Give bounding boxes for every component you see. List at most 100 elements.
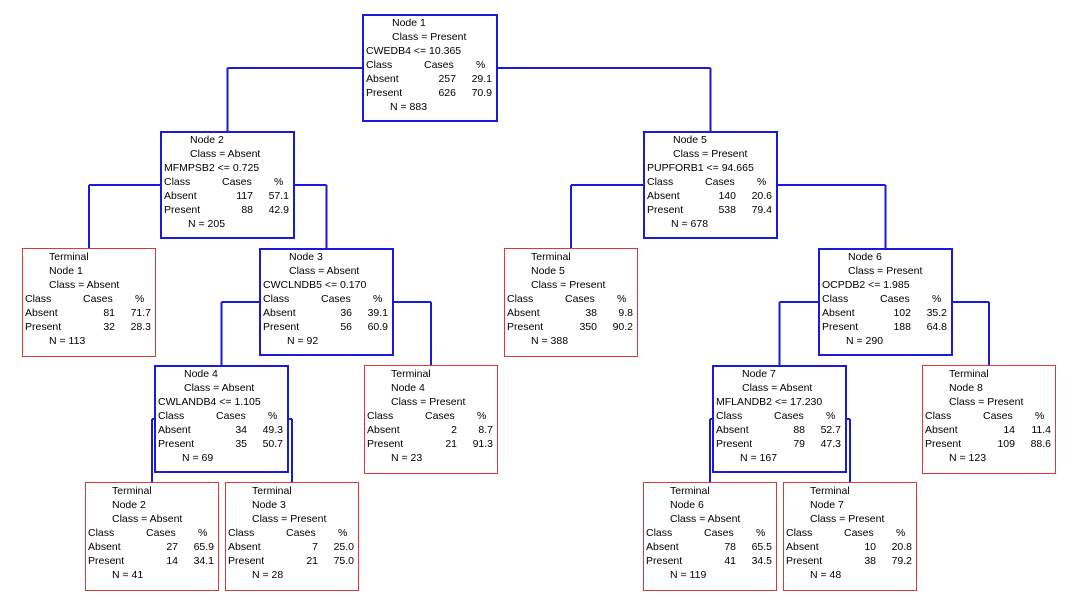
row-absent-class: Absent [263,307,296,319]
header-pct: % [756,527,766,539]
row-present-pct: 88.6 [1030,438,1051,450]
row-absent-cases: 27 [166,541,178,553]
row-absent-pct: 71.7 [130,307,151,319]
node-title: Node 4 [184,368,218,380]
node-total: N = 92 [287,335,319,347]
node-title: Node 6 [848,251,882,263]
row-absent-pct: 49.3 [262,424,283,436]
header-pct: % [896,527,906,539]
node-total: N = 123 [949,452,987,464]
row-present-cases: 188 [893,321,911,333]
row-present-pct: 64.8 [926,321,947,333]
row-absent-class: Absent [158,424,191,436]
header-class: Class [786,527,813,539]
row-present-pct: 42.9 [268,204,289,216]
row-present-class: Present [164,204,201,216]
header-cases: Cases [880,293,910,305]
row-absent-class: Absent [507,307,540,319]
row-present-pct: 79.4 [751,204,772,216]
header-cases: Cases [321,293,351,305]
header-class: Class [646,527,673,539]
row-present-class: Present [263,321,300,333]
node-title: Node 1 [49,265,83,277]
node-title: Node 4 [391,382,425,394]
node-class: Class = Absent [184,382,255,394]
node-class: Class = Present [848,265,923,277]
node-total: N = 69 [182,452,214,464]
node-title: Node 1 [392,17,426,29]
row-absent-pct: 11.4 [1031,424,1051,436]
header-class: Class [822,293,849,305]
node-title: Node 8 [949,382,983,394]
split-rule: CWLANDB4 <= 1.105 [158,396,261,408]
row-absent-cases: 140 [718,190,736,202]
row-present-cases: 32 [103,321,115,333]
row-absent-cases: 257 [438,73,456,85]
node-title: Node 6 [670,499,704,511]
header-pct: % [476,59,486,71]
row-present-pct: 79.2 [891,555,912,567]
node-class: Class = Present [949,396,1024,408]
row-present-pct: 91.3 [472,438,493,450]
node-class: Class = Present [673,148,748,160]
row-absent-cases: 36 [340,307,352,319]
row-absent-class: Absent [646,541,679,553]
header-cases: Cases [704,527,734,539]
row-present-class: Present [925,438,962,450]
row-absent-class: Absent [925,424,958,436]
row-absent-cases: 102 [893,307,911,319]
node-class: Class = Present [392,31,467,43]
row-present-cases: 538 [718,204,736,216]
node-class: Class = Absent [289,265,360,277]
terminal-label: Terminal [810,485,850,497]
row-absent-pct: 8.7 [478,424,493,436]
row-absent-cases: 14 [1003,424,1015,436]
row-present-pct: 28.3 [130,321,151,333]
row-absent-pct: 20.6 [751,190,772,202]
row-absent-cases: 78 [724,541,736,553]
node-title: Node 5 [531,265,565,277]
node-class: Class = Absent [49,279,120,291]
node-class: Class = Absent [112,513,183,525]
node-class: Class = Present [810,513,885,525]
row-absent-class: Absent [786,541,819,553]
header-pct: % [268,410,278,422]
header-cases: Cases [774,410,804,422]
header-cases: Cases [146,527,176,539]
row-present-cases: 21 [445,438,457,450]
row-present-pct: 34.1 [193,555,214,567]
header-class: Class [88,527,115,539]
row-present-class: Present [507,321,544,333]
row-present-cases: 626 [438,87,456,99]
header-cases: Cases [983,410,1013,422]
row-absent-cases: 81 [103,307,115,319]
header-cases: Cases [425,410,455,422]
row-present-cases: 38 [864,555,876,567]
node-total: N = 28 [252,569,284,581]
row-present-pct: 47.3 [820,438,841,450]
header-pct: % [135,293,145,305]
row-absent-class: Absent [366,73,399,85]
row-absent-pct: 29.1 [471,73,492,85]
header-cases: Cases [565,293,595,305]
header-cases: Cases [216,410,246,422]
row-present-cases: 21 [306,555,318,567]
header-class: Class [367,410,394,422]
header-pct: % [373,293,383,305]
header-pct: % [338,527,348,539]
